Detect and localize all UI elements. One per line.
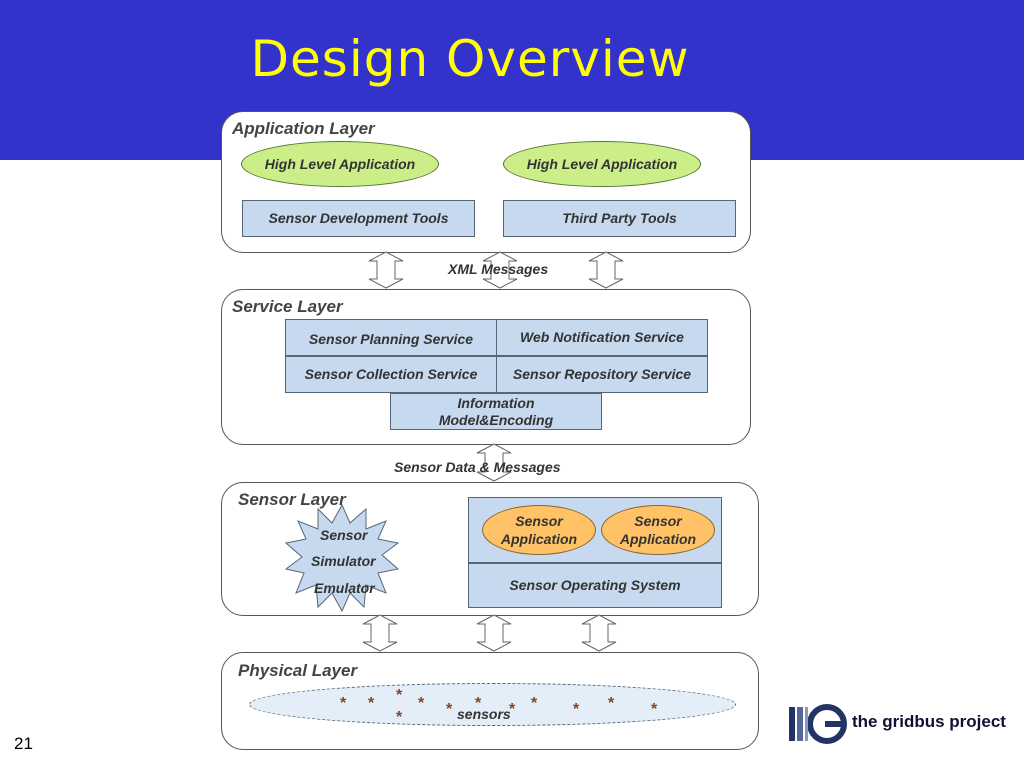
sensor-field-ellipse (249, 683, 736, 726)
sensor-data-messages-label: Sensor Data & Messages (394, 459, 561, 475)
sensor-star-icon: * (608, 695, 615, 712)
sensor-star-icon: * (475, 695, 482, 712)
sensor-star-icon: * (509, 701, 516, 718)
gridbus-logo-icon (789, 704, 847, 744)
sensor-application-1: Sensor Application (482, 505, 596, 555)
sensor-operating-system: Sensor Operating System (468, 563, 722, 608)
slide-title: Design Overview (250, 30, 690, 88)
double-arrow-icon (476, 614, 512, 652)
sensor-star-icon: * (446, 701, 453, 718)
double-arrow-icon (476, 443, 512, 482)
sensors-label: sensors (457, 706, 511, 722)
sensor-layer-title: Sensor Layer (238, 490, 346, 509)
double-arrow-icon (362, 614, 398, 652)
page-number: 21 (14, 734, 33, 753)
information-model-encoding: Information Model&Encoding (390, 393, 602, 430)
sensor-star-icon: * (531, 695, 538, 712)
service-layer-title: Service Layer (232, 297, 343, 316)
sensor-star-icon: * (368, 695, 375, 712)
simulator-line-2: Simulator (311, 553, 376, 569)
xml-messages-label: XML Messages (448, 261, 549, 277)
high-level-application-2: High Level Application (503, 141, 701, 187)
sensor-planning-service: Sensor Planning Service (285, 319, 497, 356)
web-notification-service: Web Notification Service (496, 319, 708, 356)
simulator-line-1: Sensor (320, 527, 368, 543)
high-level-application-1: High Level Application (241, 141, 439, 187)
sensor-star-icon: * (651, 701, 658, 718)
application-layer-title: Application Layer (232, 119, 375, 138)
sensor-star-icon: * (396, 709, 403, 726)
sensor-star-icon: * (340, 695, 347, 712)
double-arrow-icon (482, 251, 518, 289)
sensor-star-icon: * (573, 701, 580, 718)
third-party-tools: Third Party Tools (503, 200, 736, 237)
double-arrow-icon (581, 614, 617, 652)
sensor-repository-service: Sensor Repository Service (496, 356, 708, 393)
double-arrow-icon (588, 251, 624, 289)
sensor-development-tools: Sensor Development Tools (242, 200, 475, 237)
sensor-star-icon: * (418, 695, 425, 712)
sensor-application-2: Sensor Application (601, 505, 715, 555)
sensor-collection-service: Sensor Collection Service (285, 356, 497, 393)
sensor-star-icon: * (396, 687, 403, 704)
gridbus-logo-text: the gridbus project (852, 712, 1006, 731)
physical-layer-title: Physical Layer (238, 661, 358, 680)
double-arrow-icon (368, 251, 404, 289)
simulator-line-3: Emulator (314, 580, 375, 596)
starburst-icon (284, 503, 400, 613)
